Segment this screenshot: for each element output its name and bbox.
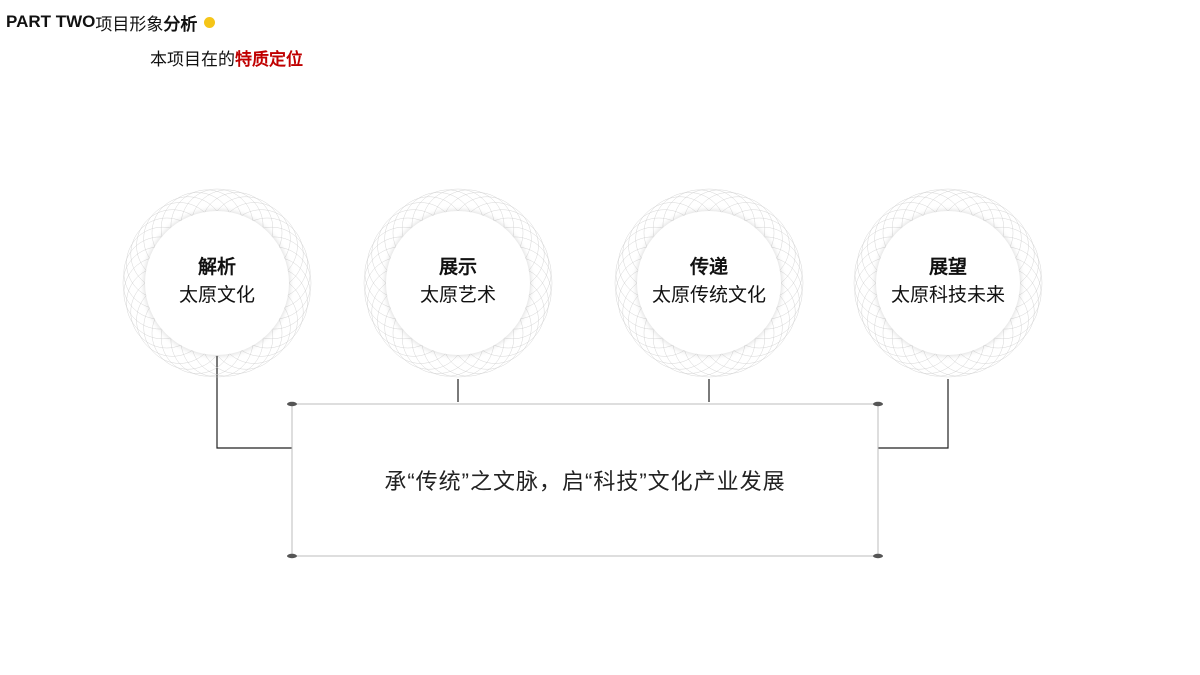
summary-box: 承“传统”之文脉，启“科技”文化产业发展 bbox=[292, 404, 878, 556]
section-label-cn: 项目形象 bbox=[95, 14, 164, 34]
circle-title: 传递 bbox=[689, 257, 728, 278]
section-label-en: PART TWO bbox=[6, 12, 96, 31]
circle-card: 展示 太原艺术 bbox=[386, 211, 530, 355]
yellow-dot-icon bbox=[204, 16, 216, 28]
page-subtitle: 本项目在的特质定位 bbox=[150, 45, 303, 70]
summary-text: 承“传统”之文脉，启“科技”文化产业发展 bbox=[384, 469, 786, 494]
circle-card: 展望 太原科技未来 bbox=[876, 211, 1020, 355]
circle-node-4: 展望 太原科技未来 bbox=[853, 188, 1043, 378]
circle-node-2: 展示 太原艺术 bbox=[363, 188, 553, 378]
circle-node-3: 传递 太原传统文化 bbox=[614, 188, 804, 378]
circle-desc: 太原传统文化 bbox=[651, 285, 766, 306]
circle-card: 解析 太原文化 bbox=[145, 211, 289, 355]
circle-desc: 太原科技未来 bbox=[890, 285, 1005, 306]
subtitle-prefix: 本项目在的 bbox=[150, 50, 235, 69]
circle-desc: 太原艺术 bbox=[419, 285, 496, 306]
circle-desc: 太原文化 bbox=[178, 285, 255, 306]
circle-title: 解析 bbox=[197, 257, 236, 278]
subtitle-highlight: 特质定位 bbox=[235, 50, 303, 69]
section-header: PART TWO 项目形象 分析 bbox=[6, 10, 216, 34]
circle-node-1: 解析 太原文化 bbox=[122, 188, 312, 378]
circle-title: 展示 bbox=[438, 257, 477, 278]
circle-title: 展望 bbox=[928, 257, 967, 278]
section-label-highlight: 分析 bbox=[163, 14, 198, 34]
circle-card: 传递 太原传统文化 bbox=[637, 211, 781, 355]
